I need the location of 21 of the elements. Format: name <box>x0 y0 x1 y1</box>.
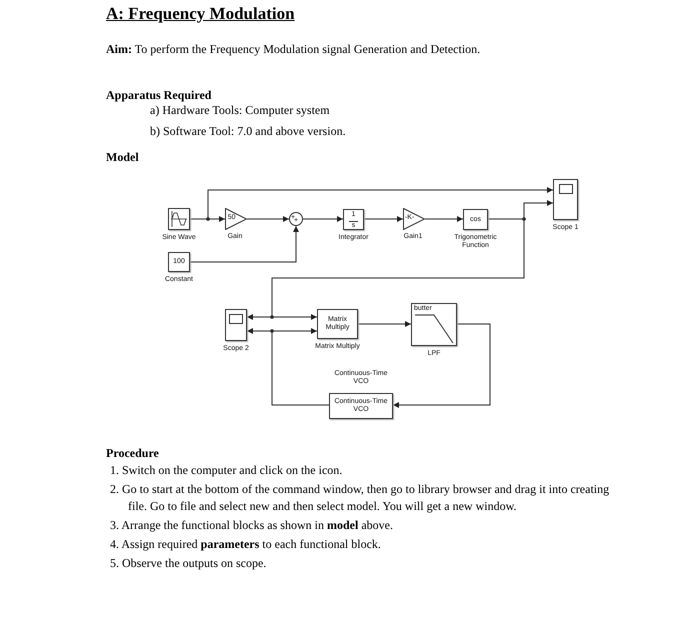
procedure-step: 3. Arrange the functional blocks as shown in model above. <box>106 517 626 534</box>
signal-line <box>190 226 299 262</box>
sum-circle <box>289 212 303 226</box>
signal-line <box>246 216 290 222</box>
signal-line <box>302 216 344 222</box>
signal-line <box>358 321 412 327</box>
apparatus-item: b) Software Tool: 7.0 and above version. <box>150 124 347 139</box>
procedure-step: 5. Observe the outputs on scope. <box>106 555 626 572</box>
apparatus-item: a) Hardware Tools: Computer system <box>150 103 331 118</box>
signal-line <box>392 324 490 408</box>
section-heading: Apparatus Required <box>106 88 212 103</box>
procedure-step: 2. Go to start at the bottom of the command window, then go to library browser and drag it into creating file. Go to file and select new and then select model. You will get a new window. <box>106 481 626 515</box>
procedure-step: 1. Switch on the computer and click on the icon. <box>106 462 626 479</box>
signal-line <box>364 216 404 222</box>
section-heading: Model <box>106 150 140 165</box>
section-heading: Procedure <box>106 445 159 462</box>
procedure-step: 4. Assign required parameters to each functional block. <box>106 536 626 553</box>
signal-line <box>424 216 464 222</box>
signal-line <box>272 328 330 406</box>
page-title: A: Frequency Modulation <box>106 4 295 24</box>
aim-text: Aim: To perform the Frequency Modulation signal Generation and Detection. <box>106 42 482 57</box>
